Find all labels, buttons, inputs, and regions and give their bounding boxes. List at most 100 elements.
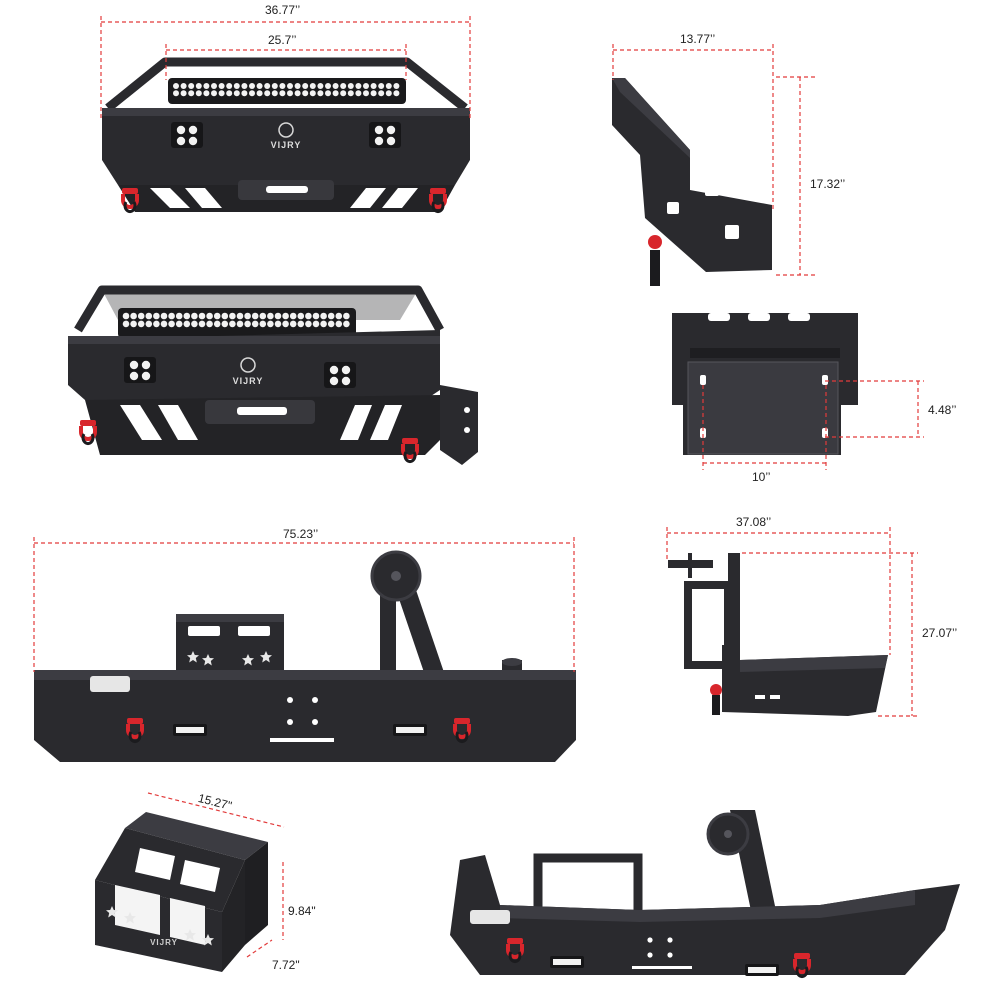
led-dot — [122, 320, 130, 328]
led-dot — [355, 83, 362, 89]
led-dot — [160, 312, 168, 320]
led-dot — [289, 312, 297, 320]
led-dot — [168, 312, 175, 320]
led-dot — [320, 320, 327, 328]
led-dot — [302, 90, 309, 97]
led-dot — [130, 320, 137, 328]
led-dot — [183, 312, 191, 320]
led-dot — [340, 83, 347, 89]
led-dot — [251, 320, 259, 328]
dimension-rear-side-height: 27.07’’ — [922, 626, 958, 640]
led-dot — [274, 320, 282, 328]
led-dot — [198, 312, 206, 320]
led-dot — [241, 83, 248, 89]
led-dot — [297, 320, 305, 328]
led-dot — [153, 320, 160, 328]
brand-logo-icon — [278, 122, 294, 138]
led-light-bar-leds — [173, 83, 400, 97]
led-dot — [188, 83, 195, 89]
brand-wordmark-box: VIJRY — [150, 938, 178, 947]
led-dot — [195, 90, 202, 97]
led-dot — [317, 90, 324, 97]
led-dot — [302, 83, 309, 89]
led-dot — [271, 90, 278, 97]
led-dot — [325, 83, 331, 89]
led-dot — [191, 312, 198, 320]
led-dot — [312, 312, 320, 320]
led-dot — [271, 83, 278, 89]
led-dot — [218, 83, 225, 89]
led-dot — [327, 312, 335, 320]
led-dot — [244, 312, 251, 320]
led-dot — [385, 83, 392, 89]
led-dot — [309, 83, 316, 89]
led-dot — [332, 83, 339, 89]
led-dot — [385, 90, 392, 97]
led-dot — [229, 320, 236, 328]
rear-led-pod-left — [173, 724, 207, 736]
led-dot — [221, 320, 229, 328]
led-dot — [168, 320, 175, 328]
led-dot — [363, 90, 369, 97]
led-dot — [370, 90, 377, 97]
led-dot — [249, 83, 255, 89]
led-dot — [317, 83, 324, 89]
led-dot — [226, 83, 233, 89]
flood-light-left-perspective — [124, 357, 156, 383]
mounting-plate-detail — [672, 313, 858, 455]
led-light-bar-perspective-leds — [122, 312, 350, 328]
led-dot — [287, 83, 293, 89]
led-dot — [282, 320, 289, 328]
led-dot — [241, 90, 248, 97]
led-dot — [175, 320, 183, 328]
led-dot — [256, 83, 263, 89]
brand-wordmark-perspective: VIJRY — [233, 376, 264, 386]
led-dot — [203, 90, 210, 97]
led-dot — [312, 320, 320, 328]
led-dot — [233, 83, 240, 89]
led-dot — [218, 90, 225, 97]
led-dot — [251, 312, 259, 320]
led-dot — [320, 312, 327, 320]
flood-light-right — [369, 122, 401, 148]
led-dot — [259, 320, 267, 328]
dimension-plate-width: 10’’ — [752, 470, 771, 484]
led-dot — [343, 312, 350, 320]
dimension-lines — [33, 16, 924, 958]
led-dot — [221, 312, 229, 320]
led-dot — [256, 90, 263, 97]
front-bumper-side-profile — [612, 78, 772, 286]
led-dot — [332, 90, 339, 97]
front-bumper-front-view — [102, 57, 470, 214]
led-dot — [213, 320, 221, 328]
led-dot — [279, 83, 286, 89]
led-dot — [191, 320, 198, 328]
dimension-side-depth: 13.77’’ — [680, 32, 716, 46]
led-dot — [249, 90, 255, 97]
led-dot — [378, 83, 385, 89]
led-dot — [267, 320, 274, 328]
led-dot — [305, 320, 312, 328]
led-dot — [180, 90, 187, 97]
led-dot — [236, 320, 244, 328]
rear-led-pod-right-perspective — [745, 964, 779, 976]
led-dot — [213, 312, 221, 320]
led-dot — [195, 83, 202, 89]
led-dot — [347, 83, 354, 89]
led-dot — [211, 83, 217, 89]
dimension-front-width: 36.77’’ — [265, 3, 301, 17]
led-dot — [370, 83, 377, 89]
led-dot — [188, 90, 195, 97]
led-dot — [393, 83, 400, 89]
flood-light-right-perspective — [324, 362, 356, 388]
rear-led-pod-left-perspective — [550, 956, 584, 968]
dimension-rear-width: 75.23’’ — [283, 527, 319, 541]
jerry-can-carrier-iso — [95, 812, 268, 972]
led-dot — [294, 90, 301, 97]
led-dot — [153, 312, 160, 320]
led-dot — [206, 312, 213, 320]
led-dot — [259, 312, 267, 320]
led-dot — [175, 312, 183, 320]
led-dot — [206, 320, 213, 328]
